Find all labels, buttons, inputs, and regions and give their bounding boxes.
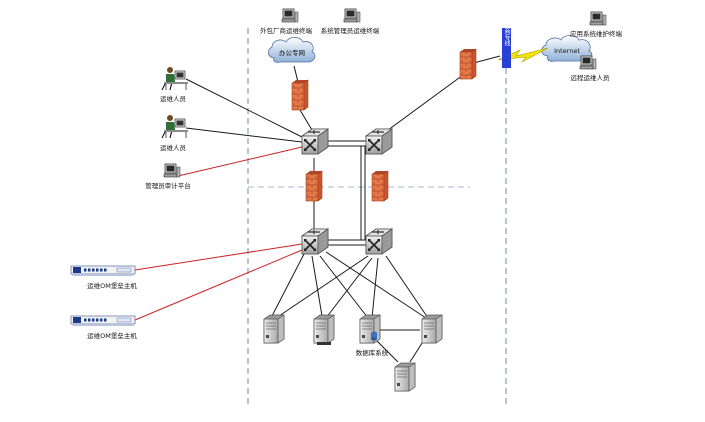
link-operator-1	[185, 78, 303, 138]
workstation-icon	[163, 163, 181, 178]
firewall-icon	[291, 79, 309, 111]
link-bastion-2	[134, 249, 303, 321]
link-operator-2	[185, 127, 303, 143]
terminal-top-1-label: 外包厂商运维终端	[260, 26, 313, 35]
terminal-top-2-label: 系统管理员运维终端	[321, 26, 380, 35]
bastion-host-1-label: 运维OM堡垒主机	[87, 281, 137, 290]
link-audit-platform	[177, 146, 303, 177]
keyboard-icon	[317, 342, 331, 345]
core-switch-icon	[301, 128, 329, 155]
cloud-internet: Internet	[541, 35, 593, 62]
bastion-rack-icon	[70, 315, 136, 327]
link-switch-firewall-top	[299, 109, 313, 131]
workstation-icon	[281, 8, 299, 23]
workstation-icon	[579, 55, 597, 70]
zone-dividers	[247, 28, 507, 405]
link-switch-firewall-right	[383, 74, 464, 134]
cloud-right-label: Internet	[554, 47, 580, 55]
operator-at-desk-icon	[161, 66, 189, 91]
cloud-office-network: 办公专网	[268, 37, 316, 63]
firewall-icon	[371, 170, 389, 202]
wireless-link: 运营商专线	[497, 15, 549, 68]
audit-platform-label: 管理员审计平台	[145, 181, 191, 190]
server-icon	[313, 314, 335, 344]
wireless-link-label: 运营商专线	[503, 15, 510, 46]
database-icon	[371, 331, 377, 341]
firewall-icon	[459, 48, 477, 80]
core-switch-icon	[365, 228, 393, 255]
workstation-icon	[343, 8, 361, 23]
bastion-host-2-label: 运维OM堡垒主机	[87, 331, 137, 340]
operator-2-label: 运维人员	[160, 143, 187, 152]
server-icon	[394, 362, 416, 392]
remote-terminal-label: 应用系统维护终端	[570, 29, 623, 38]
link-bastion-1	[134, 243, 303, 271]
workstation-icon	[589, 11, 607, 26]
core-switch-icon	[365, 128, 393, 155]
link-firewall-cloud-top	[293, 65, 299, 83]
cloud-top-label: 办公专网	[279, 48, 305, 57]
server-icon	[421, 314, 443, 344]
network-links	[134, 55, 501, 363]
database-system-label: 数据库系统	[356, 348, 389, 357]
remote-user-label: 远程运维人员	[571, 73, 611, 82]
core-switch-icon	[301, 228, 329, 255]
operator-1-label: 运维人员	[160, 94, 187, 103]
operator-at-desk-icon	[161, 114, 189, 139]
firewall-icon	[305, 170, 323, 202]
bastion-rack-icon	[70, 265, 136, 277]
server-icon	[263, 314, 285, 344]
